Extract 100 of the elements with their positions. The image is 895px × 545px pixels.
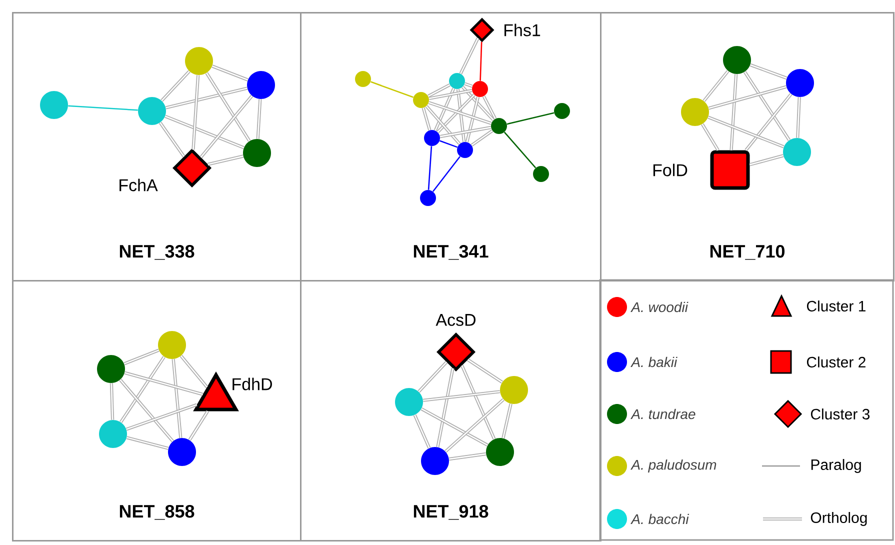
ortholog-edge	[436, 368, 454, 448]
ortholog-edge	[701, 123, 720, 152]
node-label: Fhs1	[504, 24, 540, 36]
paralog-edge	[506, 112, 554, 125]
paralog-edge	[68, 105, 138, 111]
ortholog-edge	[750, 63, 788, 80]
species-node	[97, 355, 125, 383]
ortholog-edge	[188, 410, 209, 441]
node-label: AcsD	[436, 314, 476, 326]
node-label: FdhD	[232, 378, 272, 390]
ortholog-edge	[110, 383, 114, 420]
legend-label: A. paludosum	[630, 459, 716, 473]
ortholog-edge	[444, 398, 504, 453]
ortholog-edge	[422, 390, 500, 402]
ortholog-edge	[434, 88, 456, 132]
legend-label: Paralog	[811, 459, 861, 473]
species-node	[395, 388, 423, 416]
ortholog-edge	[482, 96, 497, 120]
ortholog-edge	[466, 358, 503, 384]
ortholog-edge	[192, 75, 200, 150]
legend-label: Cluster 2	[806, 356, 866, 368]
ortholog-edge	[749, 154, 784, 166]
ortholog-edge	[172, 358, 182, 438]
ortholog-edge	[464, 82, 473, 88]
species-node	[491, 118, 507, 134]
paralog-edge	[480, 42, 482, 81]
ortholog-edge	[436, 94, 476, 134]
ortholog-edge	[158, 122, 186, 158]
species-node	[420, 190, 436, 206]
species-node	[554, 103, 570, 119]
paralog-edge	[439, 140, 458, 148]
ortholog-edge	[708, 116, 784, 148]
ortholog-edge	[256, 99, 262, 139]
ortholog-edge	[126, 436, 169, 450]
species-node	[168, 438, 196, 466]
square-node	[710, 150, 750, 190]
species-node	[783, 138, 811, 166]
ortholog-edge	[208, 154, 244, 166]
ortholog-edge	[456, 88, 466, 142]
legend-label: A. bacchi	[630, 514, 690, 524]
ortholog-edge	[440, 126, 492, 138]
species-node	[486, 438, 514, 466]
species-node	[355, 71, 371, 87]
ortholog-edge	[428, 88, 472, 100]
species-node	[158, 331, 186, 359]
species-node	[424, 130, 440, 146]
paralog-edge	[370, 81, 414, 98]
ortholog-edge	[796, 97, 801, 138]
ortholog-edge	[428, 101, 492, 125]
ortholog-edge	[124, 348, 160, 366]
ortholog-edge	[730, 74, 738, 150]
ortholog-edge	[200, 94, 254, 158]
legend-label: Cluster 1	[806, 300, 866, 312]
ortholog-edge	[428, 83, 450, 98]
ortholog-edge	[420, 407, 488, 447]
legend-label: Cluster 3	[810, 408, 870, 420]
ortholog-edge	[124, 371, 204, 396]
species-node	[681, 98, 709, 126]
species-node	[421, 447, 449, 475]
legend-label: A. bakii	[630, 356, 678, 368]
species-node	[185, 47, 213, 75]
species-node	[723, 46, 751, 74]
species-node	[500, 376, 528, 404]
ortholog-edge	[160, 70, 190, 102]
ortholog-edge	[461, 86, 495, 122]
species-node	[138, 97, 166, 125]
ortholog-edge	[425, 105, 461, 145]
species-node	[457, 142, 473, 158]
ortholog-edge	[120, 356, 166, 424]
legend-label: A. woodii	[630, 302, 688, 312]
ortholog-edge	[165, 86, 248, 110]
legend-label: Ortholog	[810, 512, 867, 526]
ortholog-edge	[212, 64, 248, 82]
species-node	[243, 139, 271, 167]
species-node	[247, 71, 275, 99]
species-node	[40, 91, 68, 119]
ortholog-edge	[119, 378, 174, 442]
ortholog-edge	[743, 71, 791, 141]
ortholog-edge	[470, 129, 494, 147]
ortholog-edge	[702, 70, 730, 102]
species-node	[449, 73, 465, 89]
ortholog-edge	[418, 360, 448, 393]
ortholog-edge	[459, 38, 480, 74]
node-label: FolD	[653, 164, 688, 176]
species-node	[786, 69, 814, 97]
ortholog-edge	[164, 114, 244, 150]
legend-label: A. tundrae	[630, 408, 696, 420]
species-node	[99, 420, 127, 448]
ortholog-edge	[126, 403, 198, 431]
ortholog-edge	[180, 354, 208, 388]
paralog-edge	[428, 146, 432, 190]
ortholog-edge	[448, 452, 486, 461]
ortholog-edge	[422, 107, 432, 131]
node-label: FchA	[120, 178, 158, 192]
paralog-edge	[504, 132, 536, 168]
ortholog-edge	[708, 85, 787, 110]
species-node	[472, 81, 488, 97]
ortholog-edge	[465, 96, 480, 142]
species-node	[413, 92, 429, 108]
ortholog-edge	[205, 72, 251, 142]
